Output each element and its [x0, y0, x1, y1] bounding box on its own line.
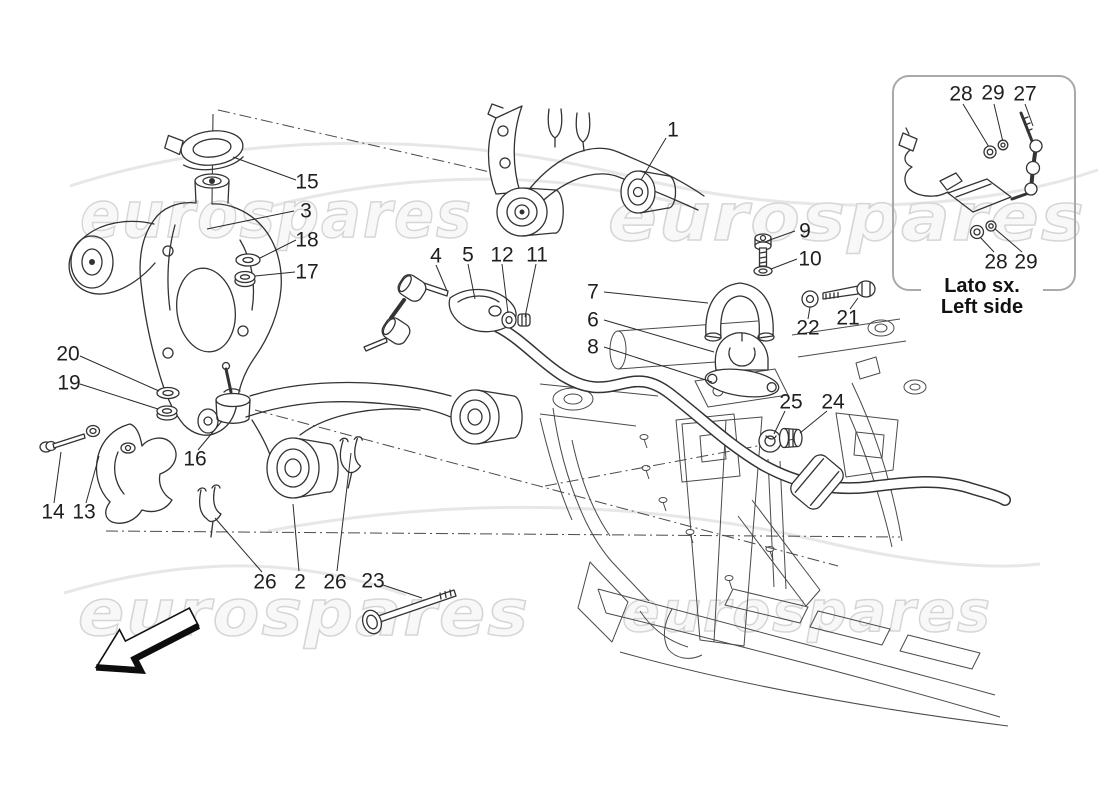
washer-18 [235, 253, 261, 267]
inset-caption-italian: Lato sx. [944, 275, 1020, 297]
part-number-label: 23 [361, 569, 385, 593]
watermark-text: eurospares [622, 580, 992, 645]
bolt-14 [39, 424, 101, 453]
part-number-label: 1 [667, 118, 679, 142]
part-number-label: 21 [836, 306, 860, 330]
subframe [539, 318, 1009, 727]
part-number-label: 14 [41, 500, 65, 524]
part-number-label: 11 [526, 243, 548, 267]
part-number-label: 28 [984, 250, 1008, 274]
bar-bushing [714, 332, 769, 371]
leader-lines [53, 103, 1034, 599]
fork-clip [339, 436, 363, 489]
part-number-label: 2 [294, 570, 306, 594]
part-number-label: 29 [1014, 250, 1038, 274]
part-number-label: 22 [796, 316, 820, 340]
part-number-label: 27 [1013, 82, 1037, 106]
watermark-layer: eurospares eurospares eurospares eurospa… [63, 141, 1099, 652]
part-number-label: 6 [587, 308, 599, 332]
inset-box [892, 75, 1076, 291]
watermark-text: eurospares [608, 179, 1086, 256]
part-number-label: 10 [798, 247, 822, 271]
fork-clip [197, 484, 222, 538]
part-number-label: 12 [490, 243, 514, 267]
frame-fastener-icons [639, 434, 775, 590]
washer-19 [156, 405, 178, 421]
part-number-label: 13 [72, 500, 96, 524]
inset-caption: Lato sx. Left side [921, 276, 1043, 318]
part-number-label: 15 [295, 170, 319, 194]
bushing-24 [778, 427, 803, 449]
mounting-plate [704, 368, 780, 398]
part-number-label: 26 [253, 570, 277, 594]
part-number-label: 29 [981, 81, 1005, 105]
watermark-text: eurospares [78, 577, 530, 651]
height-sensor-and-link [898, 111, 1043, 240]
watermark-text: eurospares [80, 179, 473, 253]
part-number-label: 28 [949, 82, 973, 106]
part-number-label: 19 [57, 371, 81, 395]
lower-control-arm [245, 381, 523, 499]
part-number-label: 16 [183, 447, 207, 471]
bar-clamp [704, 282, 775, 342]
nut-11 [517, 313, 531, 327]
bolt-9 [754, 233, 772, 267]
bolt-23 [361, 589, 457, 635]
washer-17 [234, 270, 256, 288]
part-number-label: 4 [430, 244, 442, 268]
part-number-label: 25 [779, 390, 803, 414]
washer-20 [156, 386, 180, 400]
stabilizer-link [363, 274, 449, 352]
part-number-label: 20 [56, 342, 80, 366]
part-number-label: 5 [462, 243, 474, 267]
direction-arrow-icon [94, 607, 201, 675]
heat-shield [95, 423, 177, 524]
upper-control-arm [487, 103, 705, 237]
washer-22 [801, 290, 819, 308]
anti-roll-bar [492, 321, 1011, 510]
steering-knuckle [68, 173, 282, 436]
part-number-label: 26 [323, 570, 347, 594]
washer-12 [501, 311, 517, 329]
part-number-label: 7 [587, 280, 599, 304]
part-number-label: 8 [587, 335, 599, 359]
ball-joint [215, 361, 251, 424]
inset-caption-english: Left side [940, 296, 1024, 318]
bar-rubber-sleeve [790, 454, 844, 510]
bolt-21 [822, 280, 876, 300]
washer-25 [758, 429, 782, 453]
part-number-label: 17 [295, 260, 319, 284]
knuckle-clamp [164, 130, 244, 171]
part-number-label: 24 [821, 390, 845, 414]
part-number-label: 9 [799, 219, 811, 243]
part-number-label: 3 [300, 199, 312, 223]
washer-10 [753, 265, 773, 277]
part-number-label: 18 [295, 228, 319, 252]
